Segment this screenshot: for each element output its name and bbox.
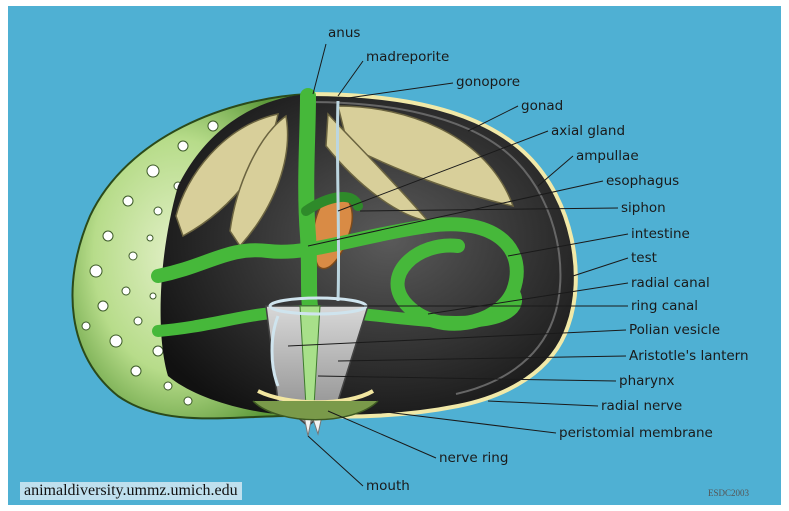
label-test: test (631, 250, 657, 266)
label-madreporite: madreporite (366, 49, 449, 65)
label-anus: anus (328, 25, 360, 41)
esophagus (306, 96, 310, 306)
label-polian-vesicle: Polian vesicle (629, 322, 720, 338)
label-peristomial-membrane: peristomial membrane (559, 425, 713, 441)
label-ring-canal: ring canal (631, 298, 698, 314)
label-nerve-ring: nerve ring (439, 450, 508, 466)
label-ampullae: ampullae (576, 148, 639, 164)
sea-urchin-anatomy-diagram: anus madreporite gonopore gonad axial gl… (8, 6, 781, 505)
label-axial-gland: axial gland (551, 123, 625, 139)
label-mouth: mouth (366, 478, 410, 494)
label-esophagus: esophagus (606, 173, 679, 189)
diagram-frame: anus madreporite gonopore gonad axial gl… (8, 6, 781, 505)
stone-canal (337, 101, 338, 301)
label-siphon: siphon (621, 200, 666, 216)
label-radial-nerve: radial nerve (601, 398, 682, 414)
copyright-mark: ESDC2003 (708, 488, 750, 498)
label-gonad: gonad (521, 98, 563, 114)
label-gonopore: gonopore (456, 74, 520, 90)
label-intestine: intestine (631, 226, 690, 242)
source-credit: animaldiversity.ummz.umich.edu (20, 482, 242, 500)
label-radial-canal: radial canal (631, 275, 710, 291)
label-aristotles-lantern: Aristotle's lantern (629, 348, 749, 364)
label-pharynx: pharynx (619, 373, 674, 389)
